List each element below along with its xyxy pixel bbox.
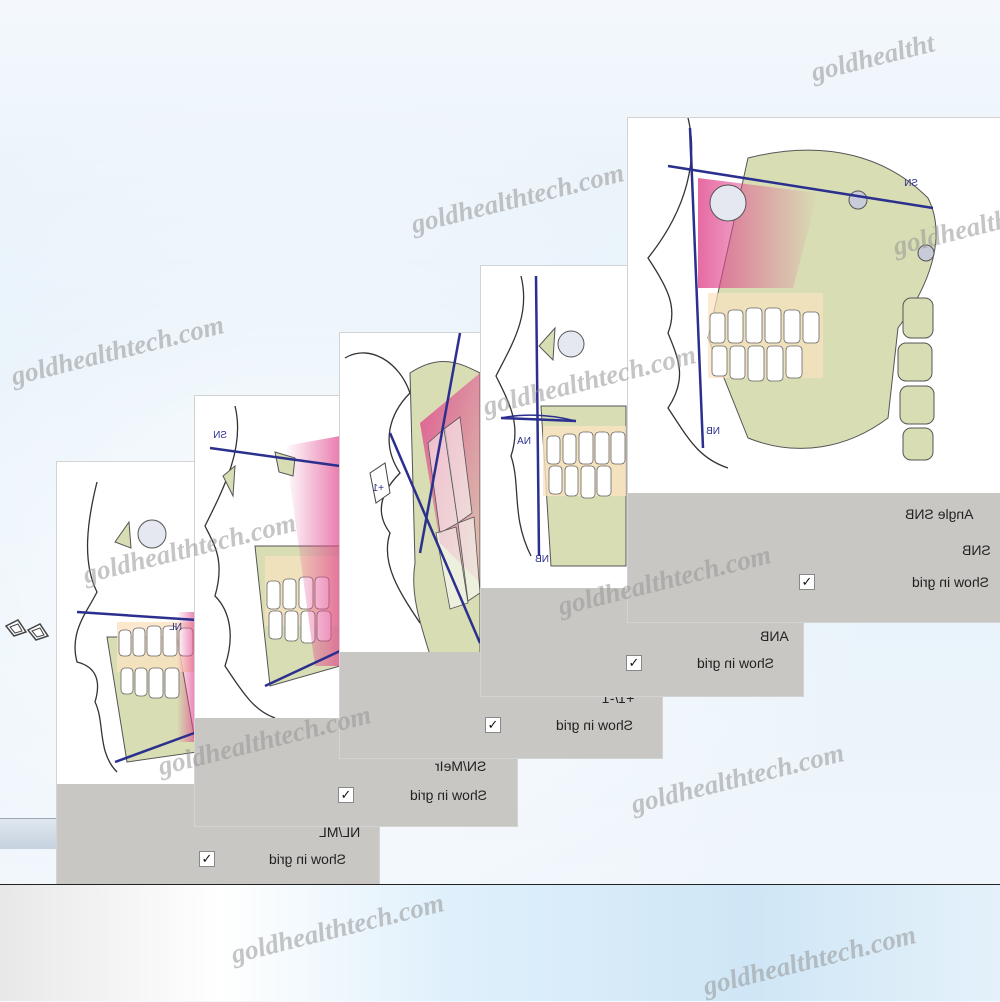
show-in-grid-checkbox[interactable]: ✓ xyxy=(799,574,815,590)
cephalometric-drawing-incisor: +1 xyxy=(344,333,482,655)
sn-line-label: SN xyxy=(213,430,227,441)
card-subtitle: SNB xyxy=(962,542,991,558)
nl-line-label: NL xyxy=(169,622,182,633)
cephalometric-drawing-sn-melr: SN xyxy=(204,405,341,718)
sn-line-label: SN xyxy=(904,178,918,189)
incisor-line-label: +1 xyxy=(372,483,384,494)
show-in-grid-checkbox[interactable]: ✓ xyxy=(626,655,642,671)
card-panel xyxy=(628,493,1000,622)
show-in-grid-label: Show in grid xyxy=(410,787,488,803)
nb-line-label: NB xyxy=(706,426,720,437)
show-in-grid-checkbox[interactable]: ✓ xyxy=(199,851,215,867)
cephalometric-drawing-nl-ml: NL xyxy=(74,481,198,773)
card-snb[interactable]: SN NB Angle SNB SNB ✓ Show in grid xyxy=(628,118,1000,622)
left-window-edge xyxy=(0,818,60,849)
card-title: NL/ML xyxy=(319,824,361,840)
show-in-grid-label: Show in grid xyxy=(556,717,634,733)
nb-line-label: NB xyxy=(535,554,549,565)
card-title: SN/MeIr xyxy=(435,758,487,774)
card-title: Angle SNB xyxy=(905,506,974,522)
partial-teeth-icon xyxy=(4,619,50,641)
na-line-label: NA xyxy=(517,436,531,447)
show-in-grid-checkbox[interactable]: ✓ xyxy=(338,787,354,803)
cephalometric-drawing-anb: NA NB xyxy=(495,275,627,567)
card-title: ANB xyxy=(760,628,789,644)
show-in-grid-label: Show in grid xyxy=(912,574,990,590)
show-in-grid-label: Show in grid xyxy=(697,655,775,671)
show-in-grid-checkbox[interactable]: ✓ xyxy=(485,717,501,733)
show-in-grid-label: Show in grid xyxy=(269,851,347,867)
cephalometric-drawing-snb: SN NB xyxy=(647,118,937,469)
bottom-window-band xyxy=(0,884,1000,1001)
